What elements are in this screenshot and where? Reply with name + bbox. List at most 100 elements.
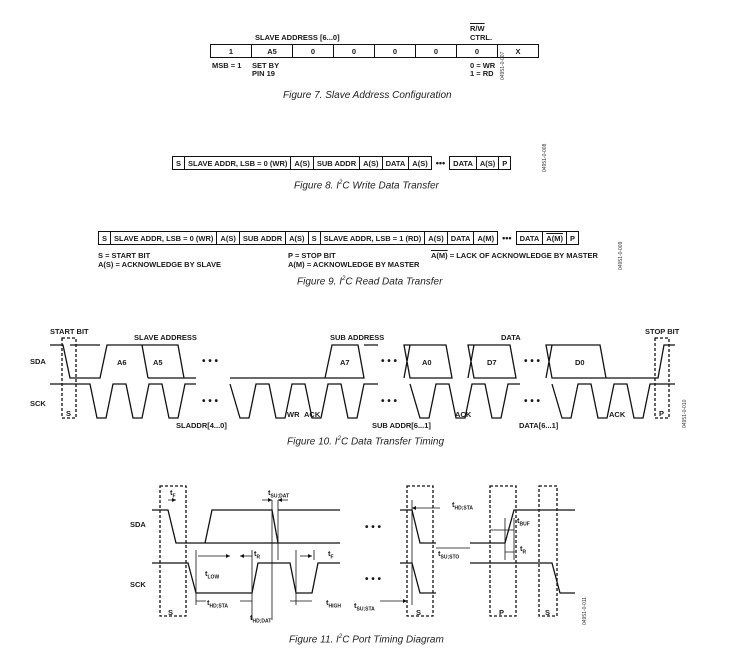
fig7-bit-cell: A5 [251,44,293,58]
fig10-s-label: S [66,409,72,418]
fig10-stop-bit-label: STOP BIT [645,327,680,336]
fig11-s-box [159,485,187,617]
fig9-cell: A(S) [216,231,240,245]
fig8-cell: A(S) [359,156,383,170]
fig10-caption: Figure 10. I2C Data Transfer Timing [287,436,445,448]
fig11-thdsta-label: tHD;STA [452,500,474,512]
fig11-caption: Figure 11. I2C Port Timing Diagram [289,634,444,646]
fig10-bit-label: D0 [575,358,585,367]
fig9-legend-ack-slave: A(S) = ACKNOWLEDGE BY SLAVE [98,260,221,269]
fig10-sck-wave [50,383,675,419]
fig7-address-table: 1 A5 0 0 0 0 0 X [210,44,539,58]
fig11-tr-label: tR [254,549,261,561]
fig7-bit-cell: X [497,44,539,58]
fig11-side-code: 04951-0-011 [582,597,588,625]
fig7-note-msb: MSB = 1 [212,61,242,70]
fig10-bit-label: A0 [422,358,432,367]
fig10-sck-ellipsis: • • • [524,396,541,407]
fig7-note-wr: 0 = WR [470,61,496,70]
fig11-tf-label-sck: tF [328,549,334,561]
fig10-sda-ellipsis: • • • [524,356,541,367]
fig9-cell: DATA [446,231,475,245]
fig8-cell: A(S) [290,156,314,170]
fig11-s-label-2: S [416,608,422,617]
fig11-s-label: S [168,608,174,617]
fig10-sub-address-label: SUB ADDRESS [330,333,385,342]
fig9-cell: DATA [515,231,544,245]
fig11-reference-lines [195,500,515,620]
fig10-sladdr-label: SLADDR[4...0] [176,421,227,430]
fig10-data-label: DATA [501,333,521,342]
fig11-tsusto-label: tSU;STO [438,549,460,561]
fig7-note-rd: 1 = RD [470,69,494,78]
fig8-sequence-a: S SLAVE ADDR, LSB = 0 (WR) A(S) SUB ADDR… [171,156,432,170]
fig8-caption: Figure 8. I2C Write Data Transfer [294,180,439,192]
fig9-ellipsis: ••• [502,233,512,243]
fig10-p-label: P [659,409,665,418]
fig11-s-box-3 [538,485,558,617]
fig9-sequence-b: DATA A(M) P [515,231,579,245]
fig10-bit-label: A6 [117,358,127,367]
fig10-sck-ellipsis: • • • [202,396,219,407]
fig7-header-rw-line2: CTRL. [470,33,493,42]
fig8-ellipsis: ••• [435,158,446,168]
fig9-cell: A(M) [473,231,499,245]
fig9-cell: A(S) [285,231,309,245]
fig11-sda-wave [152,509,575,544]
fig7-bit-cell: 0 [333,44,375,58]
fig10-subaddr-label: SUB ADDR[6...1] [372,421,431,430]
fig7-header-slave-address: SLAVE ADDRESS [6...0] [255,33,340,42]
fig8-sequence-b: DATA A(S) P [449,156,512,170]
fig11-thdsta-label-sck: tHD;STA [207,598,229,610]
fig10-ack-label: ACK [455,410,472,419]
fig8-sequence: S SLAVE ADDR, LSB = 0 (WR) A(S) SUB ADDR… [171,156,512,170]
fig10-data61-label: DATA[6...1] [519,421,559,430]
fig9-legend-ack-master: A(M) = ACKNOWLEDGE BY MASTER [288,260,420,269]
fig10-bit-label: A7 [340,358,350,367]
fig10-ack-label: ACK [304,410,321,419]
fig11-tsusta-label: tSU;STA [354,601,375,613]
fig11-sck-label: SCK [130,580,146,589]
fig10-bit-label: D7 [487,358,497,367]
fig11-thddat-label: tHD;DAT [250,613,272,625]
fig11-arrows [168,499,514,602]
fig11-tbuf-label: tBUF [517,516,530,528]
fig9-cell: P [565,231,579,245]
fig8-cell: A(S) [475,156,500,170]
fig10-waveforms [50,337,675,419]
fig10-ack-label: ACK [609,410,626,419]
fig10-sck-label: SCK [30,399,46,408]
fig9-cell-nack: A(M) [542,231,567,245]
fig11-tlow-label: tLOW [205,569,220,581]
fig10-start-bit-label: START BIT [50,327,89,336]
fig10-slave-address-label: SLAVE ADDRESS [134,333,197,342]
fig7-note-setby-line1: SET BY [252,61,280,70]
fig9-cell: A(S) [424,231,448,245]
fig10-sda-wave [50,344,675,379]
fig7-caption: Figure 7. Slave Address Configuration [283,90,452,101]
fig8-cell: A(S) [408,156,432,170]
fig11-p-box [489,485,517,617]
fig10-start-box [61,337,77,419]
fig9-cell: S [307,231,321,245]
fig11-s-label-3: S [545,608,551,617]
fig11-waveforms [152,485,575,620]
fig7-note-setby-line2: PIN 19 [252,69,275,78]
fig9-caption: Figure 9. I2C Read Data Transfer [297,276,443,288]
fig7-bit-cell: 0 [292,44,334,58]
fig10-wr-label: WR [287,410,300,419]
fig11-sck-wave [152,562,575,594]
fig10-sda-ellipsis: • • • [381,356,398,367]
fig11-s-box-2 [406,485,434,617]
fig10-sda-ellipsis: • • • [202,356,219,367]
fig11-sda-label: SDA [130,520,146,529]
fig9-sequence: S SLAVE ADDR, LSB = 0 (WR) A(S) SUB ADDR… [97,231,579,245]
fig11-sda-ellipsis: • • • [365,522,382,533]
fig11-sck-ellipsis: • • • [365,574,382,585]
fig10-sck-ellipsis: • • • [381,396,398,407]
fig10-stop-box [654,337,670,419]
fig8-cell: P [498,156,512,170]
fig11-arrow-heads [172,498,416,603]
